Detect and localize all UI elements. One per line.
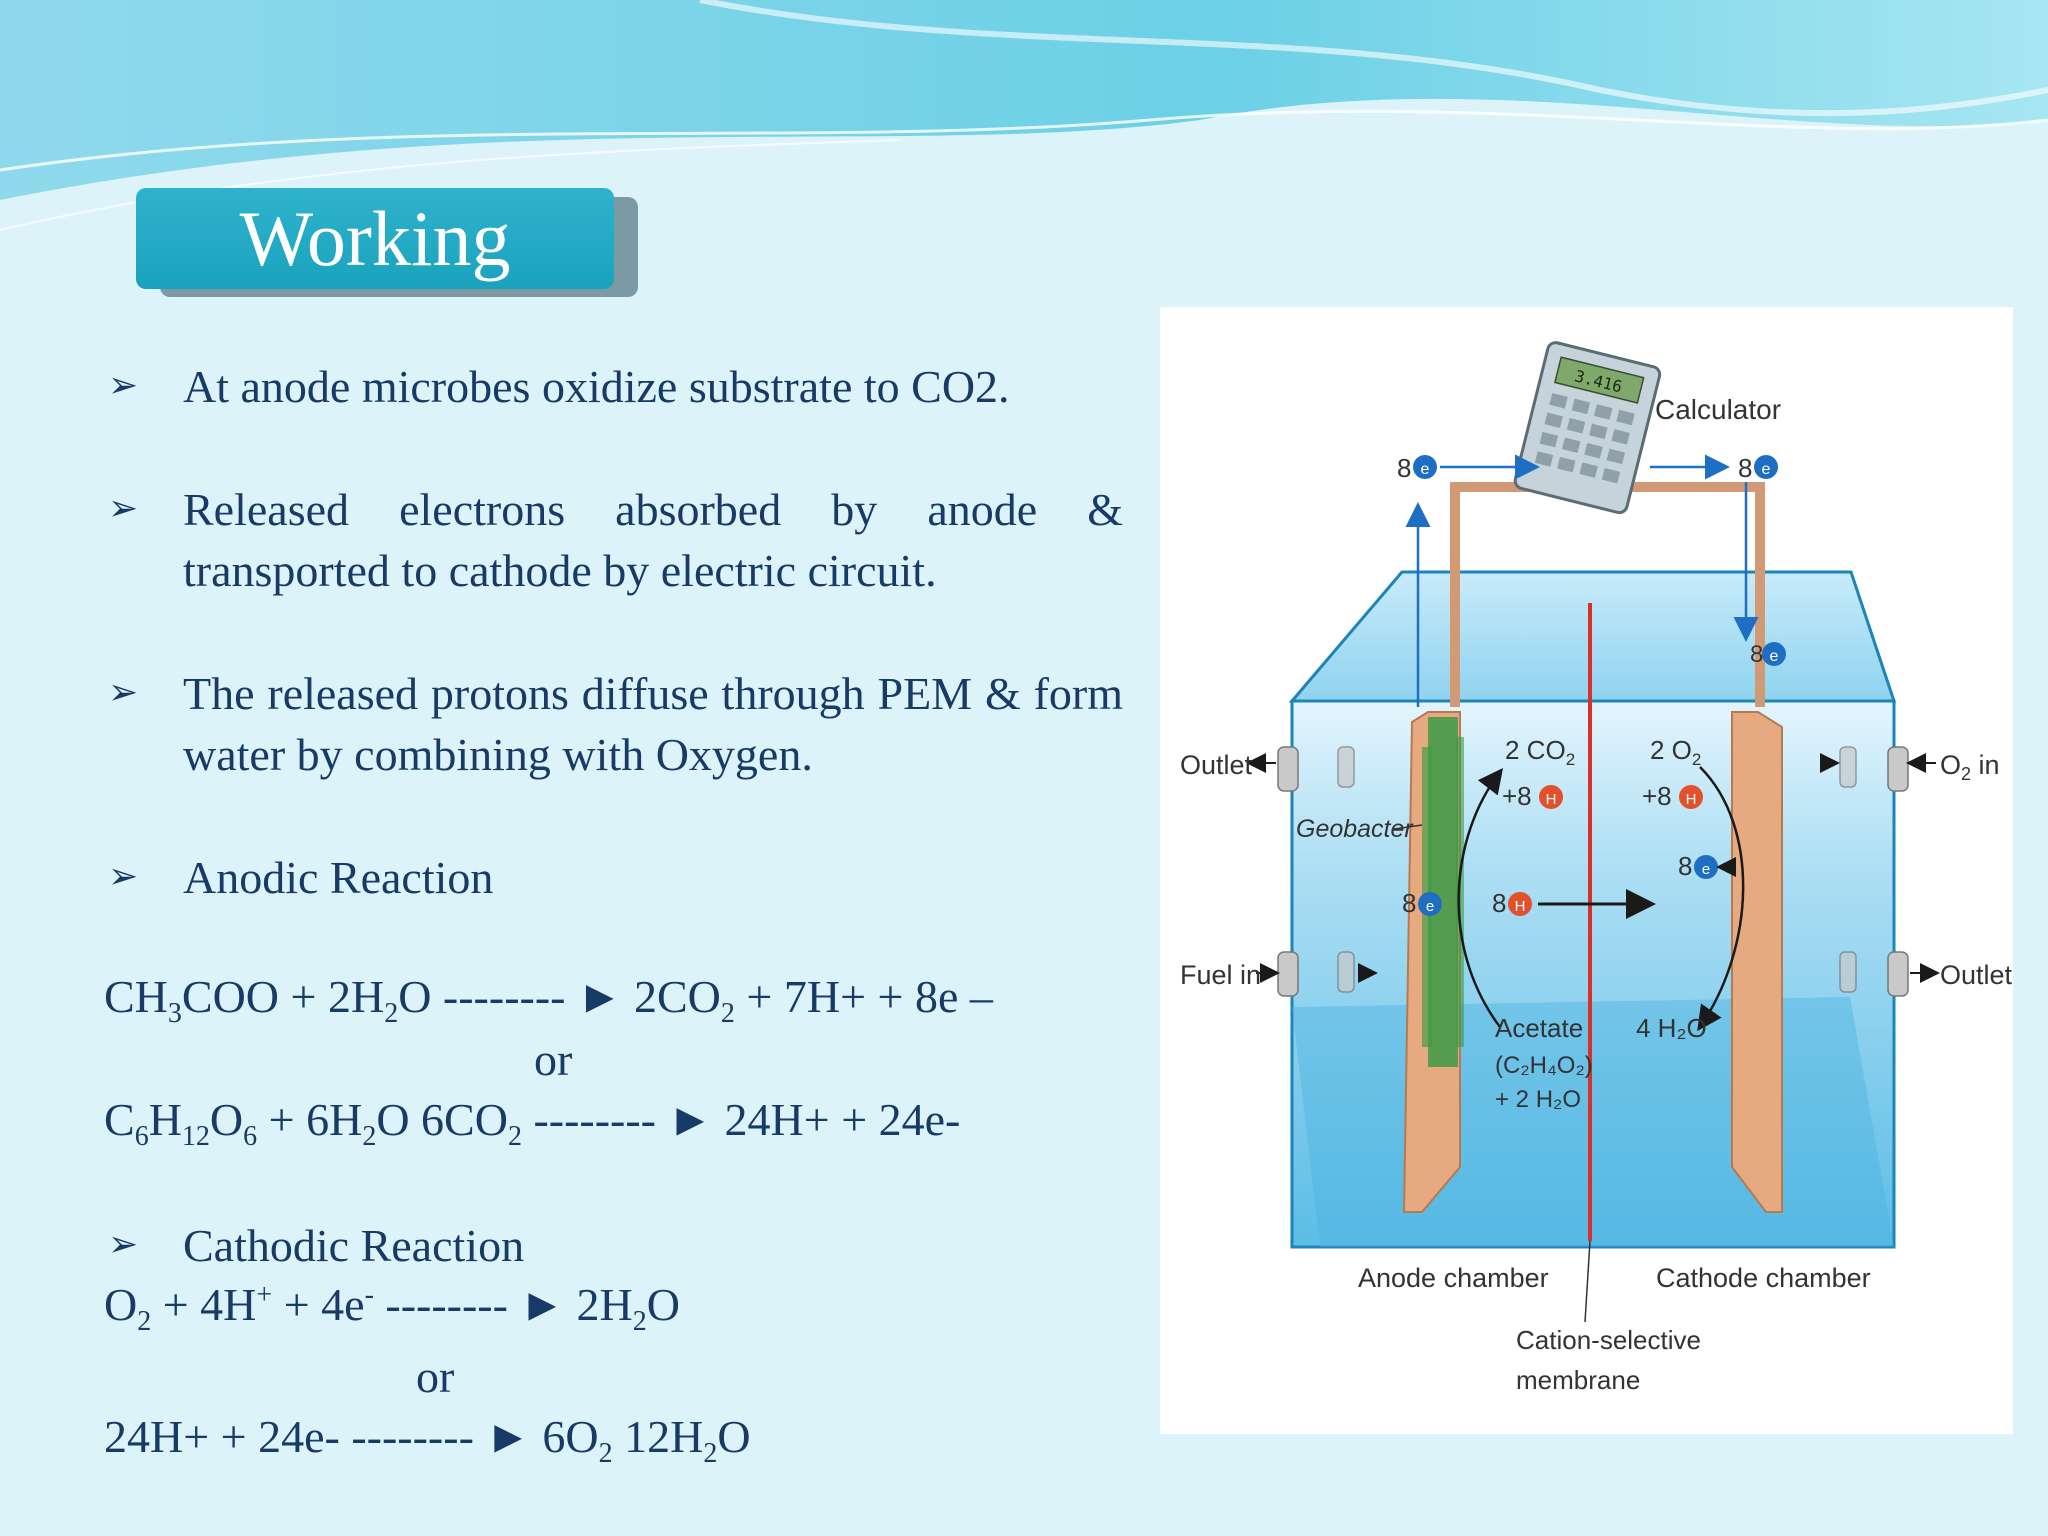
ports xyxy=(1277,746,1909,997)
electron-icon xyxy=(1694,855,1718,879)
migrating-proton-count: 8 xyxy=(1492,888,1506,918)
svg-text:8: 8 xyxy=(1738,453,1752,483)
membrane-label-line1: Cation-selective xyxy=(1516,1325,1701,1355)
calculator-label: Calculator xyxy=(1655,394,1781,425)
acetate-formula: (C₂H₄O₂) xyxy=(1495,1052,1593,1079)
outlet-right-label: Outlet xyxy=(1940,960,2013,990)
fuel-in-label: Fuel in xyxy=(1180,960,1261,990)
tank xyxy=(1288,570,1897,1249)
proton-icon xyxy=(1539,785,1563,809)
fuel-cell-figure: 3.416 Calculator 8 e 8 e 8 e Outlet O2 i… xyxy=(1160,307,2013,1434)
cathode-electrode xyxy=(1731,711,1783,1213)
page-title: Working xyxy=(239,195,511,282)
cathodic-equation-2: 24H+ + 24e- -------- ► 6O2 12H2O xyxy=(104,1411,751,1470)
electron-badge-cathode: 8 e xyxy=(1750,641,1786,668)
bullet-arrow-icon: ➢ xyxy=(108,365,139,406)
svg-text:e: e xyxy=(1762,461,1771,478)
electron-badge-right: 8 e xyxy=(1738,453,1778,483)
anode-electron-count: 8 xyxy=(1402,888,1416,918)
anodic-reaction-heading: Anodic Reaction xyxy=(183,852,494,903)
cathodic-reaction-heading: Cathodic Reaction xyxy=(183,1220,525,1271)
calculator-icon: 3.416 xyxy=(1513,341,1662,515)
svg-text:8: 8 xyxy=(1750,641,1763,668)
electron-badge-left: 8 e xyxy=(1397,453,1437,483)
anode-proton-count: +8 xyxy=(1502,781,1532,811)
membrane-pointer xyxy=(1584,1240,1591,1323)
bullet-arrow-icon: ➢ xyxy=(108,856,139,897)
membrane-label-line2: membrane xyxy=(1516,1365,1640,1395)
anode-chamber-label: Anode chamber xyxy=(1358,1263,1549,1293)
cathode-chamber-label: Cathode chamber xyxy=(1656,1263,1871,1293)
bullet-arrow-icon: ➢ xyxy=(108,672,139,713)
proton-icon xyxy=(1679,785,1703,809)
svg-text:H: H xyxy=(1515,898,1526,915)
svg-text:8: 8 xyxy=(1397,453,1411,483)
title-box xyxy=(136,188,614,289)
svg-text:e: e xyxy=(1770,648,1779,665)
o2-in-label: O2 in xyxy=(1940,750,2000,784)
acetate-water: + 2 H₂O xyxy=(1495,1086,1581,1113)
svg-text:e: e xyxy=(1421,461,1430,478)
anodic-or: or xyxy=(534,1034,573,1085)
electron-icon xyxy=(1418,892,1442,916)
cathodic-equation-1: O2 + 4H+ + 4e- -------- ► 2H2O xyxy=(104,1279,680,1338)
anodic-equation-1: CH3COO + 2H2O -------- ► 2CO2 + 7H+ + 8e… xyxy=(104,971,993,1030)
svg-text:H: H xyxy=(1686,791,1697,808)
acetate-label: Acetate xyxy=(1495,1013,1583,1043)
cathodic-or: or xyxy=(416,1351,455,1402)
water-product: 4 H₂O xyxy=(1636,1013,1707,1043)
co2-product: 2 CO2 xyxy=(1505,735,1575,769)
svg-text:e: e xyxy=(1702,861,1710,878)
point-3: The released protons diffuse through PEM… xyxy=(183,668,1123,780)
svg-text:e: e xyxy=(1426,898,1434,915)
point-1: At anode microbes oxidize substrate to C… xyxy=(183,361,1010,412)
point-2: Released electrons absorbed by anode & t… xyxy=(183,484,1123,596)
cathode-electron-count: 8 xyxy=(1678,851,1692,881)
bullet-arrow-icon: ➢ xyxy=(108,488,139,529)
svg-text:H: H xyxy=(1546,791,1557,808)
anodic-equation-2: C6H12O6 + 6H2O 6CO2 -------- ► 24H+ + 24… xyxy=(104,1094,961,1153)
proton-icon xyxy=(1508,892,1532,916)
o2-reactant: 2 O2 xyxy=(1650,735,1701,769)
cathode-proton-count: +8 xyxy=(1642,781,1672,811)
outlet-left-label: Outlet xyxy=(1180,750,1253,780)
bullet-arrow-icon: ➢ xyxy=(108,1224,139,1265)
